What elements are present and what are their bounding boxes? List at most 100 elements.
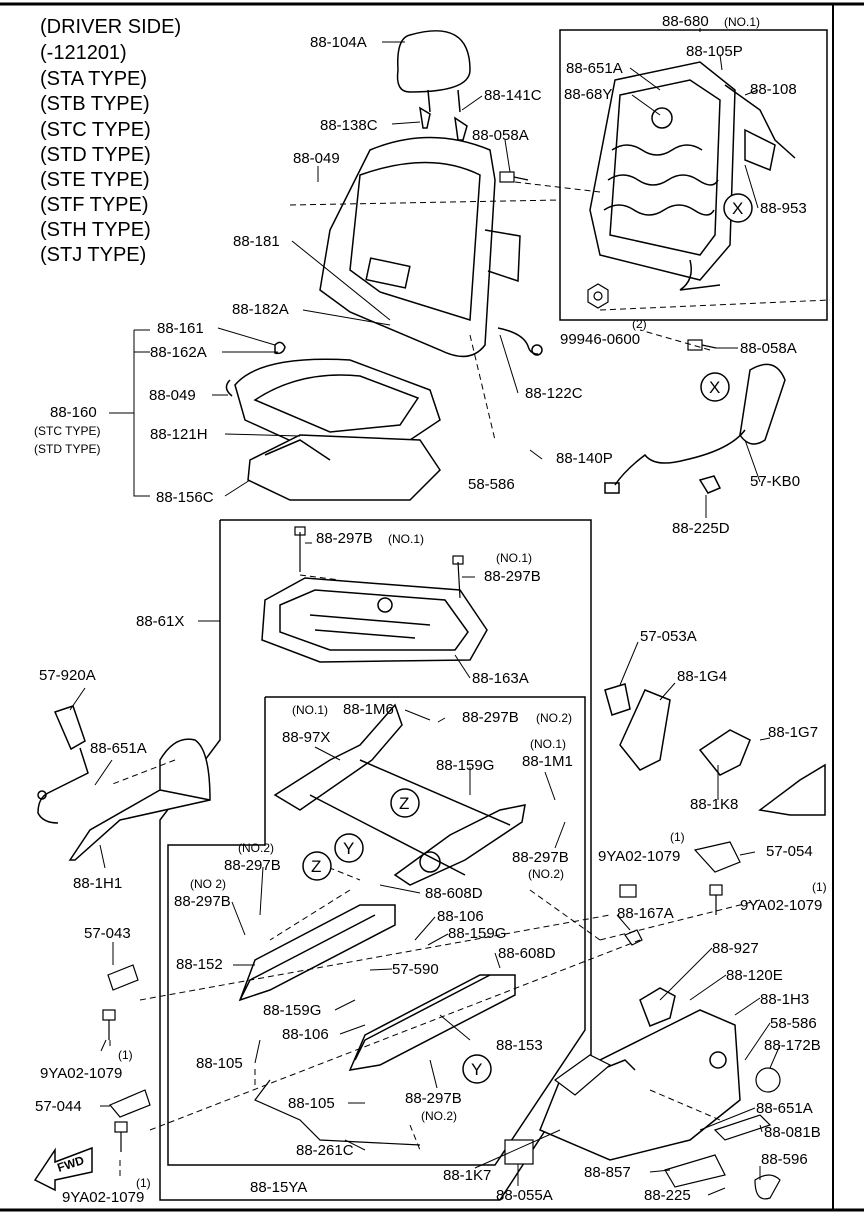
part-label: 88-121H — [150, 426, 208, 443]
part-note: (NO.1) — [724, 15, 760, 29]
track-assembly-box — [167, 696, 586, 1166]
part-label: 88-927 — [712, 940, 759, 957]
part-label: 88-97X — [282, 729, 331, 746]
header-line-9: (STJ TYPE) — [40, 244, 147, 266]
part-label: 88-163A — [472, 670, 529, 687]
bolt-88-058A-2 — [687, 339, 717, 351]
part-note: (1) — [670, 830, 685, 844]
marker-z-1: Z — [399, 794, 410, 813]
part-note: (NO.1) — [388, 532, 424, 546]
part-label: 88-651A — [566, 60, 623, 77]
cover-57-053A — [604, 683, 671, 771]
part-label: 88-152 — [176, 956, 223, 973]
part-label: 88-225 — [644, 1187, 691, 1204]
part-label: 88-161 — [157, 320, 204, 337]
nut-99946 — [587, 283, 609, 309]
part-label: 88-181 — [233, 233, 280, 250]
part-label: 9YA02-1079 — [740, 897, 823, 914]
cover-88-857 — [664, 1154, 726, 1188]
bracket-57-044 — [109, 1089, 151, 1118]
seatback-cushion — [319, 136, 543, 358]
seatback-frame-88-680 — [589, 61, 796, 291]
part-label: 88-159G — [436, 757, 495, 774]
part-note: (2) — [632, 317, 647, 331]
header-line-4: (STC TYPE) — [40, 119, 151, 141]
grip-88-1K7 — [553, 1054, 612, 1096]
part-label: 88-172B — [764, 1037, 821, 1054]
part-label: 88-162A — [150, 344, 207, 361]
part-label: 88-608D — [498, 945, 556, 962]
fwd-arrow-icon — [33, 1146, 93, 1192]
bolt-9YA02-c — [102, 1009, 116, 1040]
bolt-9YA02-d — [114, 1121, 128, 1152]
header-line-8: (STH TYPE) — [40, 219, 151, 241]
part-label: 88-1H3 — [760, 991, 810, 1008]
part-label: 88-108 — [750, 81, 797, 98]
part-label: 88-297B — [405, 1090, 462, 1107]
part-label: 88-1K8 — [690, 796, 739, 813]
part-label: 88-297B — [484, 568, 541, 585]
part-note: (STD TYPE) — [34, 442, 101, 456]
marker-x-1: X — [732, 199, 744, 218]
part-label: 88-15YA — [250, 1179, 308, 1196]
part-label: 88-122C — [525, 385, 583, 402]
header-line-1: (-121201) — [40, 42, 127, 64]
part-label: 57-054 — [766, 843, 813, 860]
part-label: 88-153 — [496, 1037, 543, 1054]
part-note: (NO.1) — [530, 737, 566, 751]
part-label: 88-61X — [136, 613, 185, 630]
marker-x-2: X — [709, 378, 721, 397]
part-label: 88-182A — [232, 301, 289, 318]
bolt-9YA02-b — [709, 884, 723, 915]
height-adjuster-88-97X — [273, 703, 526, 886]
part-label: 88-857 — [584, 1164, 631, 1181]
part-label: 88-297B — [512, 849, 569, 866]
part-label: 57-KB0 — [750, 473, 801, 490]
part-label: 88-160 — [50, 404, 97, 421]
bolt-88-058A-1 — [499, 171, 529, 183]
part-label: 9YA02-1079 — [40, 1065, 123, 1082]
bolt-9YA02-a — [619, 884, 637, 898]
part-label: 88-049 — [293, 150, 340, 167]
part-label: 88-297B — [224, 857, 281, 874]
headrest-88-104A — [396, 30, 471, 141]
cover-88-1G7 — [698, 729, 826, 816]
header-line-6: (STE TYPE) — [40, 169, 150, 191]
bracket-57-043 — [107, 964, 139, 991]
part-label: 88-167A — [617, 905, 674, 922]
side-cover-88-1H1 — [68, 738, 211, 861]
part-label: 88-68Y — [564, 86, 613, 103]
part-label: 57-920A — [39, 667, 96, 684]
part-label: 57-590 — [392, 961, 439, 978]
part-label: 9YA02-1079 — [598, 848, 681, 865]
part-label: 88-049 — [149, 387, 196, 404]
part-label: 88-953 — [760, 200, 807, 217]
part-note: (NO.2) — [536, 711, 572, 725]
seat-track-88-153 — [348, 974, 516, 1071]
seatbelt-buckle-57-920A — [37, 705, 89, 824]
part-note: (1) — [118, 1048, 133, 1062]
part-label: 88-159G — [263, 1002, 322, 1019]
seat-cushion-pad — [225, 341, 441, 501]
part-label: 88-297B — [462, 709, 519, 726]
knob-88-172B — [755, 1067, 781, 1093]
part-label: 88-138C — [320, 117, 378, 134]
seat-track-88-152 — [238, 904, 396, 1002]
clip-88-167A — [624, 929, 643, 946]
part-note: (STC TYPE) — [34, 424, 101, 438]
part-label: 57-053A — [640, 628, 697, 645]
part-label: 88-141C — [484, 87, 542, 104]
part-label: 88-140P — [556, 450, 613, 467]
part-label: 88-104A — [310, 34, 367, 51]
part-label: 88-1G4 — [677, 668, 728, 685]
cover-57-054 — [693, 841, 741, 873]
part-label: 88-297B — [316, 530, 373, 547]
part-label: 88-120E — [726, 967, 783, 984]
part-label: 88-081B — [764, 1124, 821, 1141]
header-line-5: (STD TYPE) — [40, 144, 151, 166]
part-label: 88-105 — [288, 1095, 335, 1112]
header-line-3: (STB TYPE) — [40, 93, 150, 115]
bolt-88-081B — [713, 1114, 772, 1141]
side-airbag-57-KB0 — [604, 363, 786, 494]
part-label: 57-044 — [35, 1098, 82, 1115]
